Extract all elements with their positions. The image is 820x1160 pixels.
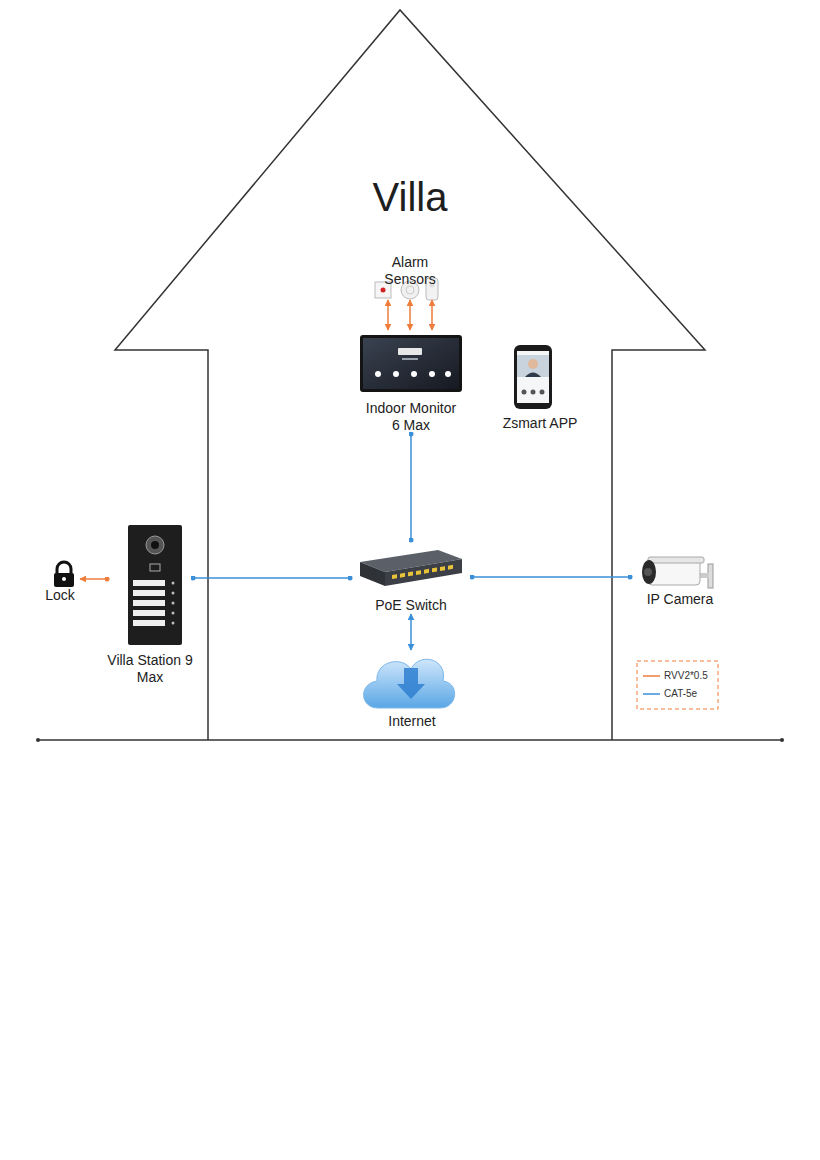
download-arrow (397, 668, 425, 699)
switch-icon (360, 550, 462, 586)
device-label: Lock (45, 587, 75, 604)
lock-icon (54, 562, 74, 587)
lens-glass (644, 568, 652, 576)
call-button (133, 590, 165, 596)
keyhole (62, 577, 66, 581)
video-area (517, 355, 549, 377)
ground-end (36, 738, 40, 742)
cloud-icon (364, 659, 455, 708)
phone-body (514, 345, 552, 409)
device-label: Zsmart APP (503, 415, 578, 432)
switch-ports (392, 565, 453, 579)
shoulders (525, 373, 541, 378)
cat5e-cable (410, 614, 412, 650)
switch-side (360, 562, 385, 586)
cat5e-cable (410, 434, 412, 540)
legend-entry: RVV2*0.5 (664, 669, 708, 683)
app-button (522, 390, 527, 395)
station-body (128, 525, 182, 645)
device-node: IP Camera (630, 550, 730, 608)
monitor-screen (363, 338, 459, 389)
button-led (172, 592, 175, 595)
call-button (133, 610, 165, 616)
device-node: Indoor Monitor 6 Max (352, 330, 470, 434)
device-label: Villa Station 9 Max (107, 652, 193, 686)
screen-icon (429, 371, 435, 377)
app-button (540, 390, 545, 395)
screen-icon (375, 371, 381, 377)
screen-icon (393, 371, 399, 377)
device-node: Zsmart APP (495, 340, 585, 432)
face (528, 359, 538, 369)
port (392, 574, 397, 579)
station-camera (146, 536, 164, 554)
port (432, 567, 437, 572)
device-node: Lock (40, 560, 80, 604)
device-label: Internet (388, 713, 435, 730)
detector-ring (406, 286, 414, 294)
rvv-wire (387, 300, 389, 330)
monitor-frame (360, 335, 462, 392)
button-led (172, 602, 175, 605)
cloud-shape (364, 659, 455, 708)
monitor-icon (360, 335, 462, 392)
rvv-wire (80, 578, 107, 580)
button-led (172, 612, 175, 615)
camera-lens (151, 541, 159, 549)
phone-icon (514, 345, 552, 409)
device-label: IP Camera (647, 591, 714, 608)
ground-end (780, 738, 784, 742)
ground-line (38, 739, 782, 741)
rvv-wire (409, 300, 411, 330)
cat5e-cable (193, 577, 350, 579)
rvv-wire (431, 300, 433, 330)
legend-entry: CAT-5e (664, 687, 697, 701)
station-icon (128, 525, 182, 645)
camera-icon (642, 557, 713, 588)
legend-line-sample (643, 693, 660, 695)
camera-lens (642, 560, 656, 584)
screen-icon (411, 371, 417, 377)
port (408, 571, 413, 576)
device-label: PoE Switch (375, 597, 447, 614)
device-node: Internet (360, 650, 464, 730)
device-node: Villa Station 9 Max (107, 520, 193, 686)
screen-icon (445, 371, 451, 377)
app-button (531, 390, 536, 395)
lock-body (54, 573, 74, 587)
device-node: Alarm Sensors (365, 254, 455, 300)
switch-front (385, 559, 462, 586)
button-led (172, 622, 175, 625)
card-reader (150, 564, 160, 571)
port (440, 566, 445, 571)
date-bar (402, 358, 418, 360)
port (448, 565, 453, 570)
clock-bar (398, 348, 422, 355)
port (424, 569, 429, 574)
phone-screen (517, 351, 549, 403)
legend-frame (637, 661, 718, 709)
call-button (133, 580, 165, 586)
house-outline (115, 10, 705, 740)
legend-line-sample (643, 675, 660, 677)
camera-hood (648, 557, 704, 563)
button-dot (381, 288, 386, 293)
call-button (133, 600, 165, 606)
device-label: Alarm Sensors (365, 254, 455, 288)
diagram-title: Villa (260, 174, 560, 220)
button-led (172, 582, 175, 585)
call-button (133, 620, 165, 626)
lock-shackle (57, 562, 71, 574)
cat5e-cable (472, 576, 630, 578)
port (416, 570, 421, 575)
device-node: PoE Switch (350, 540, 472, 614)
port (400, 573, 405, 578)
device-label: Indoor Monitor 6 Max (361, 400, 461, 434)
